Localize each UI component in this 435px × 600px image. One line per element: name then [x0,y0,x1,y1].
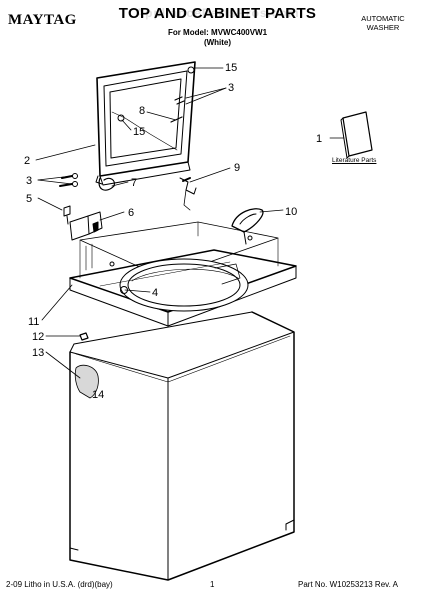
callout-15-top: 15 [225,62,237,74]
cabinet [69,311,295,581]
callout-3-right: 3 [228,82,234,94]
model-line: For Model: MVWC400VW1 [167,28,268,37]
product-type-line-2: WASHER [366,23,400,32]
top-panel [69,221,297,327]
callouts: 1 2 3 3 4 5 6 7 8 9 10 11 12 13 14 15 15 [24,62,322,401]
callout-13: 13 [32,347,44,359]
callout-15-lid: 15 [133,126,145,138]
callout-11: 11 [28,316,39,328]
lid-switch-assembly [63,205,103,241]
footer-part-number: Part No. W10253213 Rev. A [298,580,398,589]
callout-12: 12 [32,331,44,343]
lid-hinge [179,177,197,211]
callout-7: 7 [131,177,137,189]
callout-6: 6 [128,207,134,219]
callout-8: 8 [139,105,145,117]
footer-print-info: 2-09 Litho in U.S.A. (drd)(bay) [6,580,113,589]
product-type-line-1: AUTOMATIC [361,14,405,23]
bleach-dispenser [231,208,264,245]
page-title: TOP AND CABINET PARTS [118,5,317,22]
literature-parts-label: Literature Parts [332,157,377,164]
callout-14: 14 [92,389,104,401]
cabinet-label [74,364,99,399]
literature-parts-book [340,111,373,159]
lid-strap [98,177,115,191]
callout-3-left: 3 [26,175,32,187]
watermark: AppliancePartsPros.com [135,6,300,20]
callout-1: 1 [316,133,322,145]
leader-lines [35,67,345,379]
callout-9: 9 [234,162,240,174]
callout-2: 2 [24,155,30,167]
panel-clip [79,332,89,341]
footer-page-number: 1 [210,580,215,589]
brand-logo: MAYTAG [8,12,77,28]
callout-4: 4 [152,287,158,299]
color-line: (White) [203,38,232,47]
hinge-pins [59,173,78,187]
callout-5: 5 [26,193,32,205]
lid-assembly [95,61,196,186]
callout-10: 10 [285,206,297,218]
